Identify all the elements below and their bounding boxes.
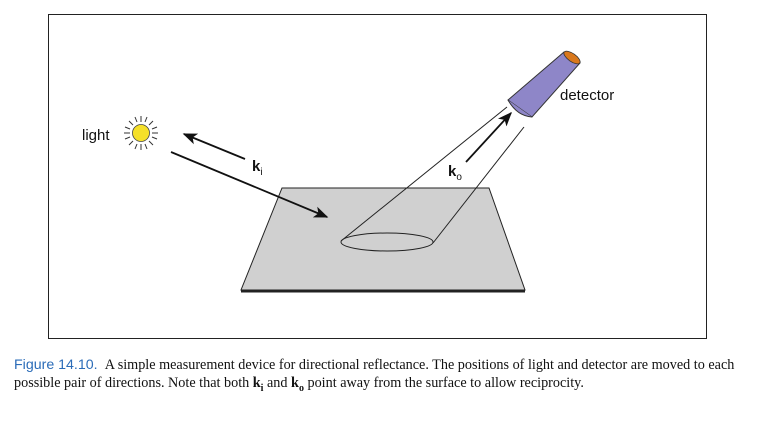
ki-label: ki	[252, 158, 263, 178]
sun-icon	[124, 116, 158, 150]
ko-vector-arrow	[465, 111, 512, 163]
caption-and: and	[263, 375, 292, 391]
reflectance-diagram: light detector ki ko	[82, 50, 614, 293]
detector-icon	[507, 50, 581, 118]
caption-ko: ko	[291, 375, 304, 394]
incident-ray-arrow	[170, 151, 329, 218]
caption-ki-base: k	[252, 375, 261, 391]
ki-label-sub: i	[260, 167, 262, 178]
caption-ki-sub: i	[260, 382, 264, 394]
figure-frame: light detector ki ko	[48, 14, 707, 339]
figure-caption: Figure 14.10. A simple measurement devic…	[14, 356, 752, 398]
caption-ko-base: k	[291, 375, 299, 391]
caption-text-1: A simple measurement device for directio…	[14, 357, 735, 391]
detector-view-line-right	[432, 126, 525, 244]
detector-view-line-left	[340, 106, 508, 242]
measured-spot	[340, 232, 434, 252]
ko-label: ko	[448, 163, 462, 183]
sample-surface	[240, 187, 526, 291]
caption-text-2: point away from the surface to allow rec…	[303, 375, 584, 391]
caption-ko-sub: o	[298, 382, 304, 394]
ki-label-base: k	[252, 158, 261, 175]
light-label: light	[82, 127, 110, 144]
figure-number: Figure 14.10.	[14, 357, 98, 373]
ko-label-sub: o	[456, 172, 462, 183]
ko-label-base: k	[448, 163, 457, 180]
ki-vector-arrow	[182, 133, 246, 160]
detector-label: detector	[560, 87, 614, 104]
caption-ki: ki	[252, 375, 264, 394]
